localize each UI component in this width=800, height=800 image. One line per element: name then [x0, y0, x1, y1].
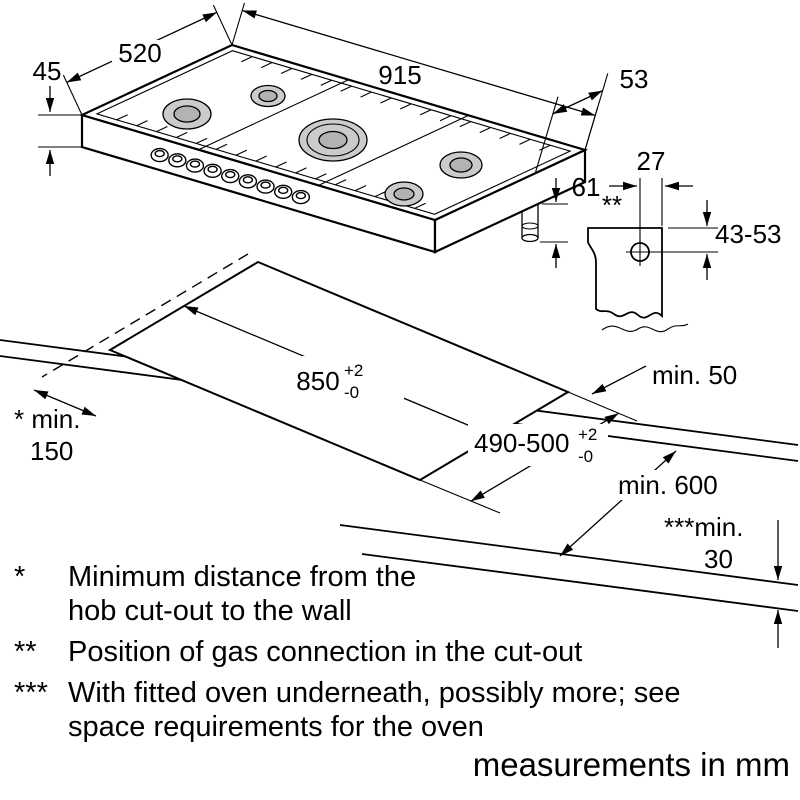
burner-back-left [250, 84, 286, 108]
dim-hob-depth: 520 [62, 4, 233, 116]
footnote-wall-distance: * Minimum distance from the hob cut-out … [14, 560, 784, 628]
break-line-curve [601, 323, 689, 333]
gas-height-label: 61 [572, 172, 601, 202]
dim-min-worktop-thickness: ***min. 30 [664, 512, 783, 648]
min-thickness-value: 30 [704, 544, 733, 574]
burner-center-wok [298, 118, 368, 162]
hob-top-frame [95, 50, 572, 215]
units-note: measurements in mm [472, 746, 790, 783]
min-wall-value: 150 [30, 436, 73, 466]
burner-front-right [384, 181, 424, 207]
cutout-depth-tol-minus: -0 [578, 447, 593, 466]
hob-depth-label: 520 [118, 38, 161, 68]
dim-min-wall-distance: * min. 150 [14, 389, 97, 466]
min-thickness-label: ***min. [664, 512, 743, 542]
hob-edge-projection-dashed-line [41, 253, 249, 378]
dim-hob-thickness: 45 [33, 56, 82, 176]
footnote-text: With fitted oven underneath, possibly mo… [68, 677, 681, 743]
dim-gas-offset: 27 [609, 146, 693, 244]
gas-depth-range-label: 43-53 [715, 219, 782, 249]
dim-hob-back-offset: 53 [534, 64, 649, 174]
hob-width-label: 915 [378, 60, 421, 90]
hob-perspective-view: 915 520 45 53 [33, 2, 649, 268]
gas-offset-label: 27 [637, 146, 666, 176]
footnotes: * Minimum distance from the hob cut-out … [14, 560, 784, 751]
cutout-width-label: 850 [296, 366, 339, 396]
burner-front-left [162, 98, 212, 130]
footnote-gas-position: ** Position of gas connection in the cut… [14, 635, 784, 669]
cutout-depth-tol-plus: +2 [578, 425, 597, 444]
burner-back-right [439, 151, 483, 179]
dim-gas-depth-range: 43-53 [650, 200, 782, 280]
gas-position-marker: ** [602, 190, 622, 220]
hob-back-offset-label: 53 [620, 64, 649, 94]
min-worktop-depth-label: min. 600 [618, 470, 718, 500]
dim-cutout-width: 850 +2 -0 [183, 305, 495, 437]
min-wall-label: * min. [14, 404, 80, 434]
hob-section-divider-2 [318, 114, 469, 186]
worktop-front-edge-line-2 [361, 553, 799, 612]
cutout-width-tol-minus: -0 [344, 383, 359, 402]
min-back-clearance-label: min. 50 [652, 360, 737, 390]
footnote-text: Position of gas connection in the cut-ou… [68, 636, 583, 668]
dim-gas-height: 61 [540, 172, 600, 268]
footnote-text: Minimum distance from the hob cut-out to… [68, 561, 417, 627]
footnote-fitted-oven: *** With fitted oven underneath, possibl… [14, 676, 784, 744]
dim-min-worktop-depth: min. 600 [559, 450, 746, 557]
dim-min-back-clearance: min. 50 [591, 360, 737, 395]
control-knobs [150, 147, 311, 205]
gas-pipe [521, 204, 539, 243]
gas-connection-detail: 27 ** 43-53 [587, 146, 782, 333]
footnote-marker: * [14, 561, 26, 593]
cutout-depth-label: 490-500 [474, 428, 569, 458]
footnote-marker: ** [14, 636, 37, 668]
cutout-width-tol-plus: +2 [344, 361, 363, 380]
worktop-cutout-view: 850 +2 -0 490-500 +2 -0 min. 50 * min. 1… [0, 253, 799, 648]
footnote-marker: *** [14, 677, 48, 709]
cutout-profile-outline [587, 227, 663, 319]
hob-thickness-label: 45 [33, 56, 62, 86]
